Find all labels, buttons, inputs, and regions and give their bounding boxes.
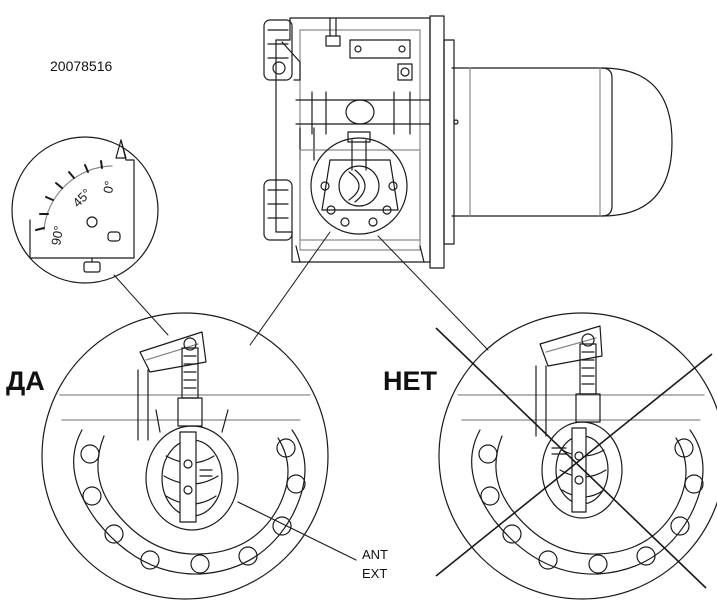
dial-label-90: 90°: [48, 225, 66, 247]
part-number: 20078516: [50, 58, 113, 74]
correct-view: [41, 312, 357, 600]
cross-mark: [435, 327, 713, 589]
dial-inset: [11, 136, 159, 284]
dial-label-0: 0°: [100, 180, 117, 195]
dial-labels: 0° 45° 90°: [48, 180, 117, 247]
dial-label-45: 45°: [70, 186, 95, 211]
label-no: НЕТ: [383, 366, 437, 396]
incorrect-view: [438, 312, 717, 600]
label-ant: ANT: [362, 547, 388, 562]
burner-assembly: [263, 15, 673, 269]
label-yes: ДА: [6, 366, 45, 396]
label-ext: EXT: [362, 566, 388, 581]
leader-lines: [113, 231, 489, 351]
